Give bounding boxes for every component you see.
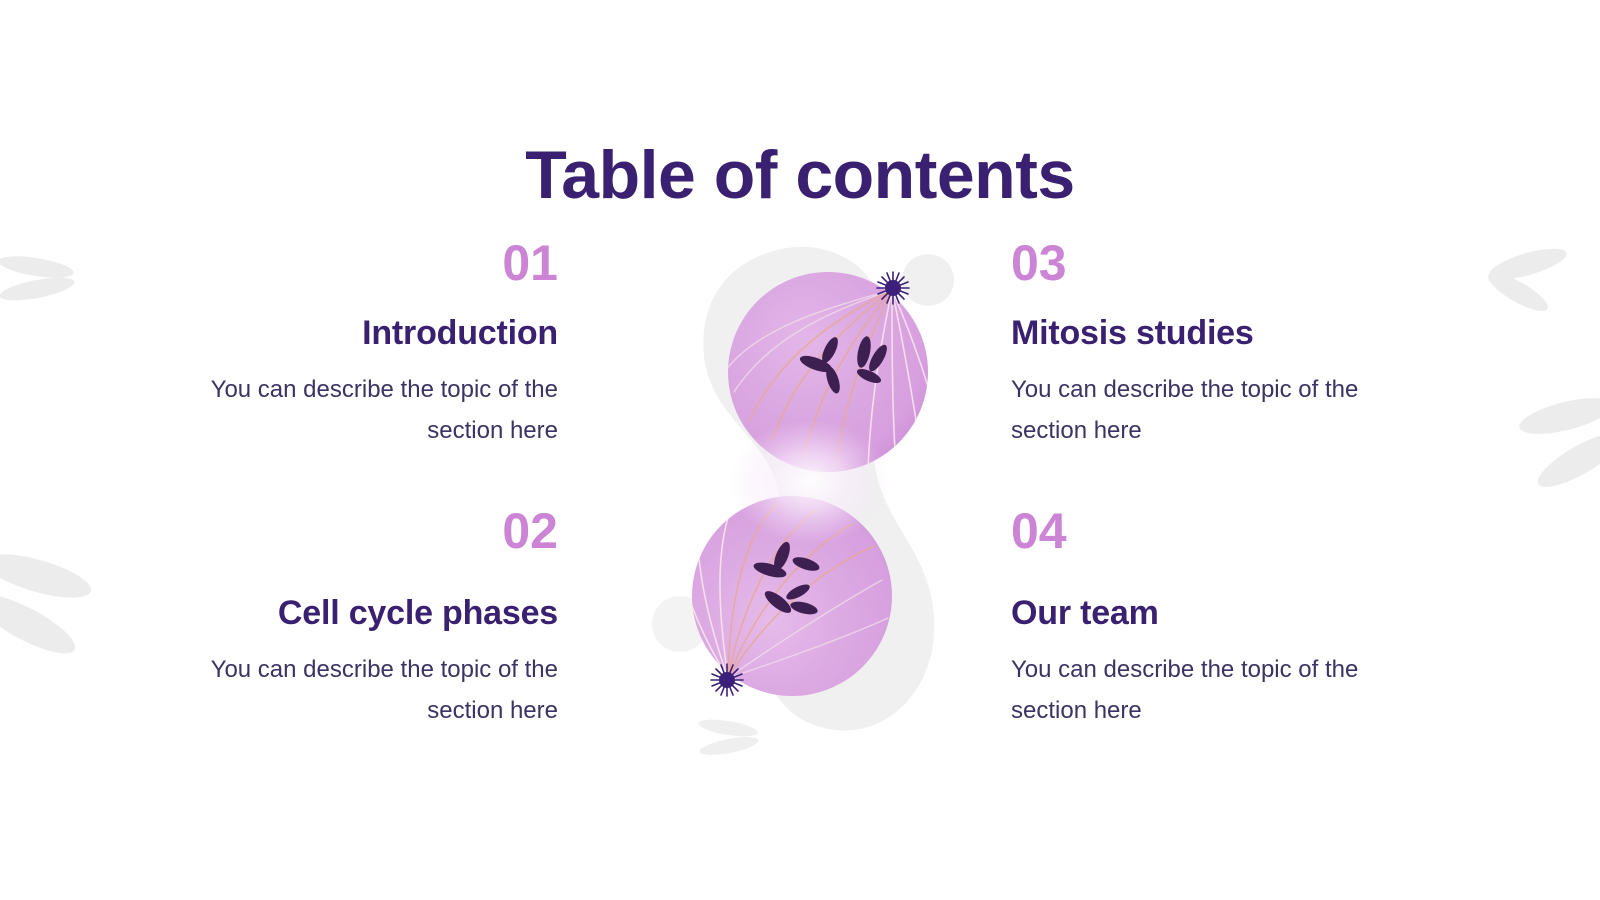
toc-item-03[interactable]: 03 Mitosis studies You can describe the … [1011, 236, 1401, 452]
petal-cluster-right-top [1466, 232, 1586, 332]
toc-description-04: You can describe the topic of the sectio… [1011, 655, 1359, 724]
toc-number-04: 04 [1011, 502, 1067, 559]
petal-cluster-right-mid [1494, 378, 1600, 498]
toc-heading-02: Cell cycle phases [277, 593, 558, 632]
toc-item-04[interactable]: 04 Our team You can describe the topic o… [1011, 504, 1401, 732]
toc-number-02: 02 [502, 502, 558, 559]
toc-column-right: 03 Mitosis studies You can describe the … [1011, 236, 1401, 731]
chromosomes-bottom [753, 541, 820, 615]
cleavage-furrow-glow [730, 420, 890, 544]
toc-item-02[interactable]: 02 Cell cycle phases You can describe th… [168, 502, 559, 732]
petal-cluster-left-top [0, 240, 102, 310]
toc-number-03: 03 [1011, 235, 1067, 291]
page-title: Table of contents [525, 136, 1075, 213]
dividing-cell-illustration [630, 224, 990, 744]
toc-heading-04: Our team [1011, 593, 1159, 632]
toc-item-01[interactable]: 01 Introduction You can describe the top… [168, 235, 559, 452]
chromosomes-top [799, 336, 887, 394]
petal-cluster-left-mid [0, 520, 116, 665]
centrosome-bottom [710, 663, 744, 697]
toc-description-01: You can describe the topic of the sectio… [210, 376, 558, 445]
toc-number-01: 01 [502, 235, 558, 291]
toc-heading-01: Introduction [362, 314, 558, 352]
toc-column-left: 01 Introduction You can describe the top… [168, 235, 559, 732]
toc-description-02: You can describe the topic of the sectio… [210, 655, 558, 724]
centrosome-top [876, 271, 910, 305]
toc-description-03: You can describe the topic of the sectio… [1011, 376, 1359, 445]
toc-heading-03: Mitosis studies [1011, 314, 1254, 352]
